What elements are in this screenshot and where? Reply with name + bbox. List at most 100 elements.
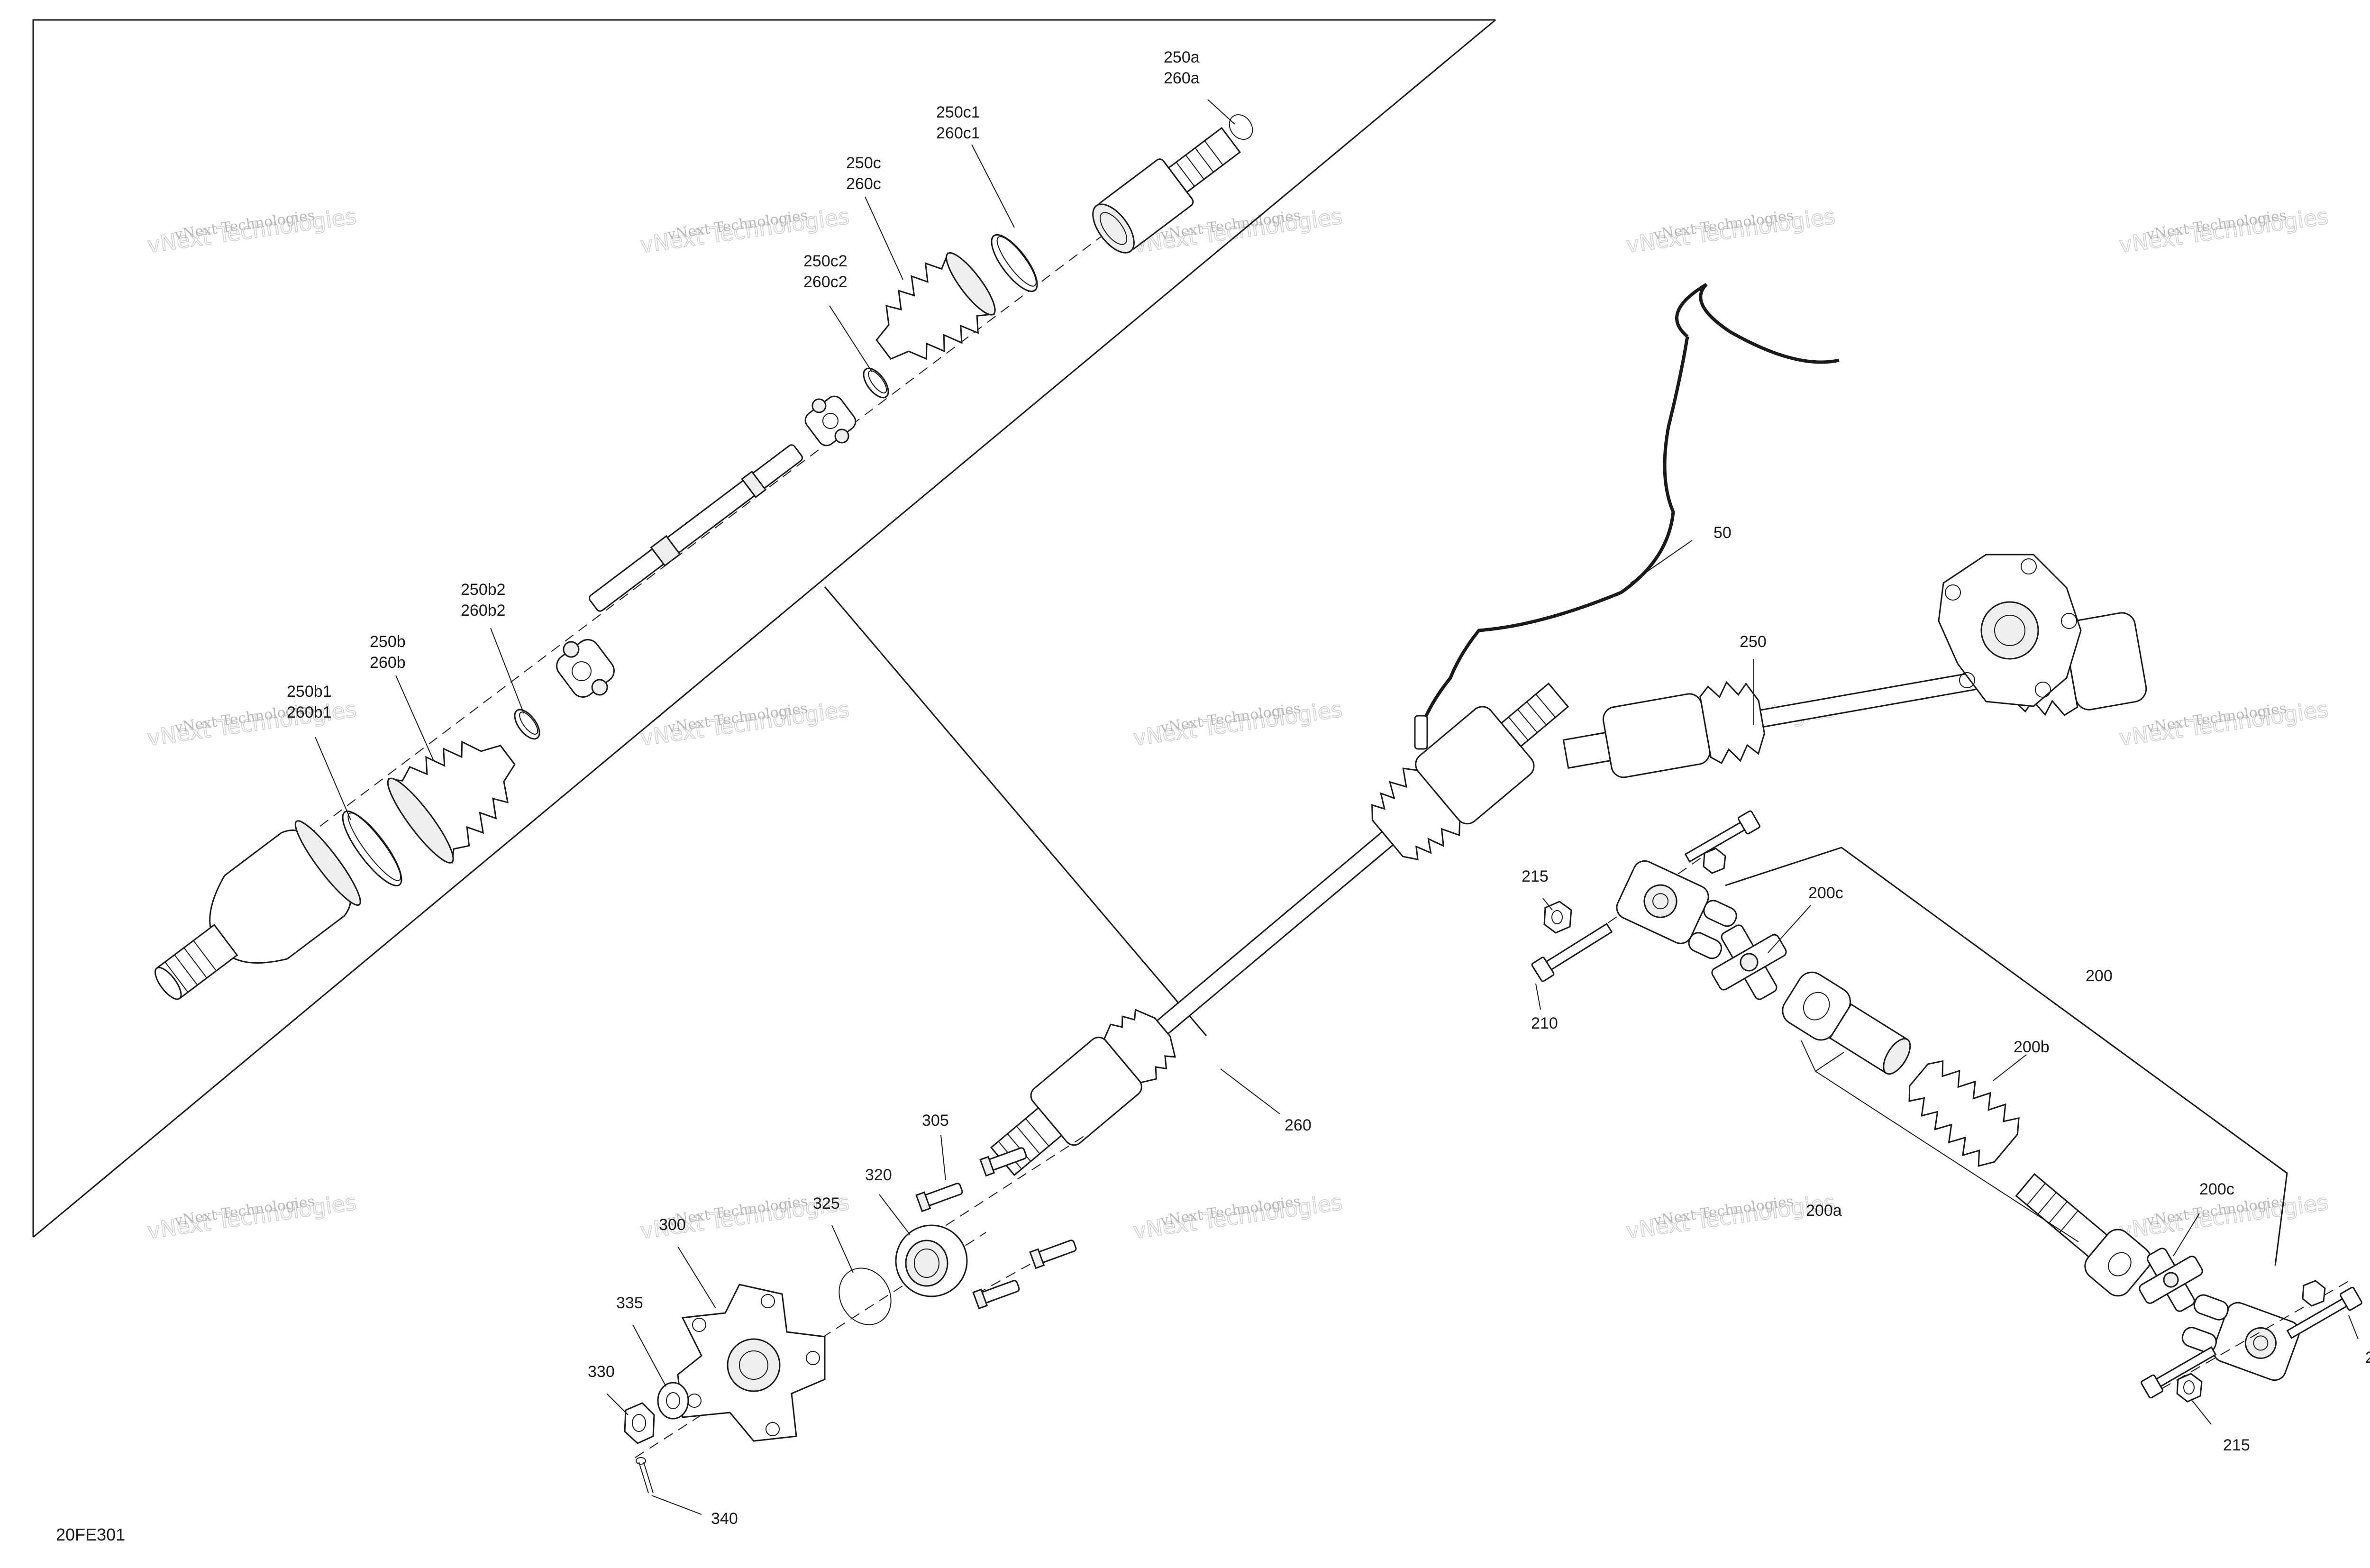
shaft-260-bar xyxy=(1156,830,1395,1035)
tripod-joint-lower xyxy=(556,639,615,698)
callout-340: 340 xyxy=(711,1510,738,1528)
callout-260c1: 260c1 xyxy=(936,124,980,142)
callout-labels: 250a 260a 250c1 260c1 250c 260c 250c2 26… xyxy=(287,48,2370,1528)
nut-bottom-top xyxy=(2302,1280,2326,1307)
bolt-top-flange xyxy=(1684,810,1760,863)
flange-yoke-top xyxy=(1616,860,1737,959)
watermark: vNext Technologies vNext Technologies xyxy=(638,203,851,258)
frame-diagonal xyxy=(33,19,1496,1238)
callout-215-bottom: 215 xyxy=(2223,1436,2250,1454)
callout-210-bottom: 210 xyxy=(2365,1349,2370,1367)
u-joint-cross-200c-top xyxy=(1711,924,1787,1000)
shaft-260-outer-boot xyxy=(1103,1009,1176,1084)
callout-200b: 200b xyxy=(2014,1038,2050,1056)
callout-250b1: 250b1 xyxy=(287,683,332,701)
sensor-wire-50 xyxy=(1414,283,1840,750)
axle-shaft xyxy=(589,444,803,612)
callout-260b1: 260b1 xyxy=(287,703,332,721)
shaft-250-inner-housing xyxy=(1602,693,1711,778)
cotter-pin-340 xyxy=(636,1457,654,1494)
half-shaft-250-assembly xyxy=(1562,554,2147,778)
boot-200b xyxy=(1908,1060,2020,1167)
callout-250c: 250c xyxy=(846,154,881,172)
bolt-bottom-left xyxy=(2141,1346,2217,1399)
washer-335 xyxy=(657,1382,689,1420)
callout-250b2: 250b2 xyxy=(461,581,506,599)
callout-215-top: 215 xyxy=(1522,867,1549,885)
watermark: vNext Technologies vNext Technologies xyxy=(2117,696,2330,751)
bracket-200 xyxy=(1725,847,2288,1266)
outer-cv-joint xyxy=(154,820,361,1000)
bearing-320 xyxy=(895,1224,968,1297)
watermark: vNext Technologies vNext Technologies xyxy=(2117,203,2330,258)
exploded-view-frame xyxy=(32,19,1496,1238)
prop-shaft-200-group xyxy=(1531,810,2362,1403)
frame-leader-260 xyxy=(824,586,1207,1036)
inner-cv-housing xyxy=(1092,127,1241,254)
callout-330: 330 xyxy=(588,1363,615,1381)
callout-250: 250 xyxy=(1740,633,1767,651)
hub-bearing-group xyxy=(624,1135,1086,1494)
callout-260a: 260a xyxy=(1164,69,1200,87)
boot-250c xyxy=(875,252,996,360)
bolt-210-bottom xyxy=(2286,1286,2362,1339)
callout-50: 50 xyxy=(1714,524,1732,542)
shaft-axis xyxy=(265,137,1233,868)
wheel-stud xyxy=(1029,1240,1077,1269)
callout-260b: 260b xyxy=(370,654,406,672)
clamp-250c2 xyxy=(863,367,889,399)
watermark: vNext Technologies vNext Technologies xyxy=(1624,1189,1837,1244)
callout-260: 260 xyxy=(1285,1116,1312,1134)
callout-250a: 250a xyxy=(1164,48,1200,66)
retaining-ring-325 xyxy=(839,1267,892,1325)
callout-200a: 200a xyxy=(1806,1202,1842,1220)
callout-305: 305 xyxy=(922,1112,949,1130)
callout-300: 300 xyxy=(659,1216,686,1234)
slip-yoke-200a xyxy=(1782,971,1911,1075)
flange-yoke-bottom xyxy=(2181,1294,2300,1381)
watermark: vNext Technologies vNext Technologies xyxy=(146,203,358,258)
callout-210-top: 210 xyxy=(1531,1014,1558,1032)
watermark: vNext Technologies vNext Technologies xyxy=(638,696,851,751)
exploded-half-shaft xyxy=(154,114,1253,1000)
u-joint-cross-200c-bottom xyxy=(2139,1248,2203,1312)
bolt-210-top xyxy=(1531,923,1613,982)
callout-260c2: 260c2 xyxy=(803,273,848,291)
castle-nut-330 xyxy=(624,1402,655,1444)
leader-lines xyxy=(315,99,2359,1515)
callout-260c: 260c xyxy=(846,175,881,193)
clamp-250b1 xyxy=(342,811,402,886)
wheel-hub-300 xyxy=(677,1284,826,1442)
callout-200c-bottom: 200c xyxy=(2199,1180,2234,1198)
clamp-250b2 xyxy=(514,709,540,740)
watermark: vNext Technologies vNext Technologies xyxy=(1624,203,1837,258)
clamp-250c1 xyxy=(991,234,1038,292)
boot-250b xyxy=(387,740,516,864)
watermark: vNext Technologies vNext Technologies xyxy=(146,1189,358,1244)
watermarks: vNext Technologies vNext Technologies vN… xyxy=(146,203,2330,1244)
shaft-250-inner-boot xyxy=(1699,681,1765,765)
callout-250b: 250b xyxy=(370,633,406,651)
circlip-250a xyxy=(1229,114,1253,140)
shaft-250-spline xyxy=(1562,731,1612,769)
wheel-stud xyxy=(979,1147,1027,1177)
watermark: vNext Technologies vNext Technologies xyxy=(1131,696,1344,751)
knuckle-hub xyxy=(1938,554,2082,707)
tripod-joint-upper xyxy=(804,395,857,447)
callout-200c-top: 200c xyxy=(1808,884,1843,902)
callout-250c1: 250c1 xyxy=(936,103,980,121)
nut-215-bottom xyxy=(2176,1373,2203,1403)
callout-260b2: 260b2 xyxy=(461,602,506,620)
shaft-260-spline-inner xyxy=(1500,682,1569,748)
watermark: vNext Technologies vNext Technologies xyxy=(146,696,358,751)
frame-upper-left xyxy=(32,19,1495,1237)
half-shaft-260-assembly xyxy=(990,682,1569,1176)
callout-325: 325 xyxy=(813,1194,840,1212)
nut-top-flange xyxy=(1703,848,1726,874)
prop-shaft-spline xyxy=(2015,1173,2151,1297)
drawing-code: 20FE301 xyxy=(56,1525,125,1544)
wheel-stud-305 xyxy=(915,1183,963,1212)
callout-200: 200 xyxy=(2086,967,2113,985)
callout-320: 320 xyxy=(865,1166,892,1184)
